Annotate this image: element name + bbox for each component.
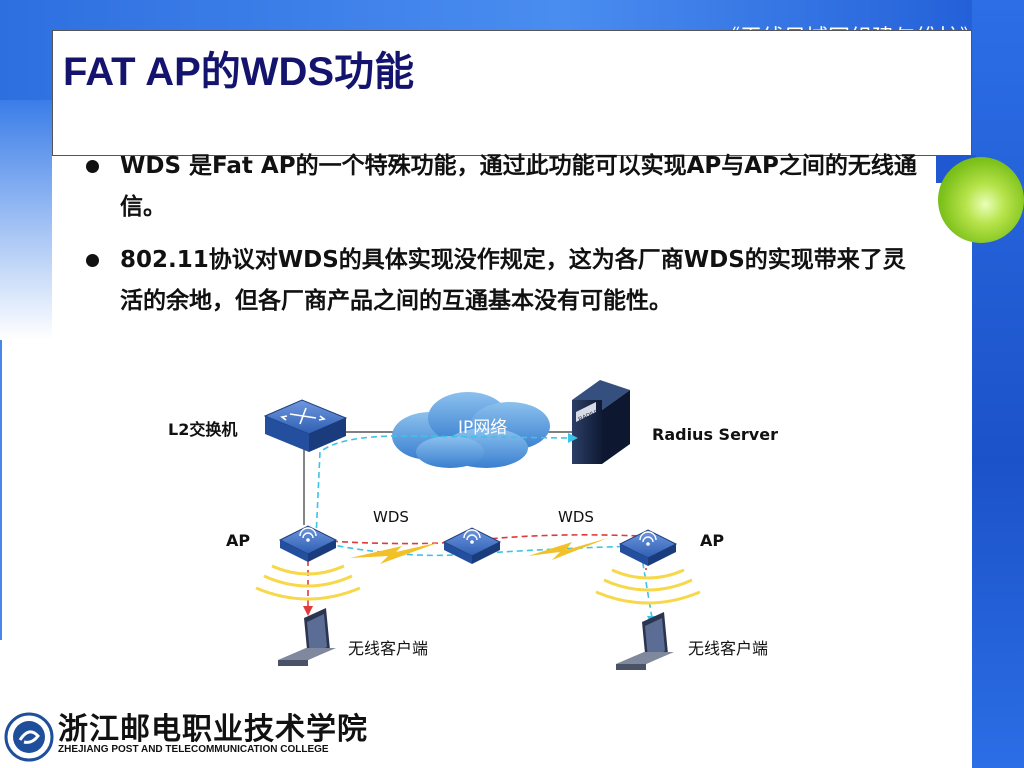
footer-school: 浙江邮电职业技术学院 ZHEJIANG POST AND TELECOMMUNI… bbox=[0, 708, 367, 768]
left-accent-line bbox=[0, 340, 2, 640]
slide-title: FAT AP的WDS功能 bbox=[63, 50, 415, 94]
school-name-en: ZHEJIANG POST AND TELECOMMUNICATION COLL… bbox=[58, 744, 329, 755]
access-point-left bbox=[278, 525, 338, 562]
cyan-dashed-path bbox=[315, 435, 569, 539]
radius-server: RADIUS bbox=[572, 380, 630, 464]
bullet-text: 802.11协议对WDS的具体实现没作规定，这为各厂商WDS的实现带来了灵活的余… bbox=[120, 247, 906, 314]
access-point-middle bbox=[442, 527, 502, 564]
laptop-right bbox=[616, 612, 674, 670]
green-ball-decoration bbox=[938, 157, 1024, 243]
cloud-label: IP网络 bbox=[458, 418, 507, 438]
bullet-dot-icon bbox=[86, 254, 99, 267]
bullet-item: 802.11协议对WDS的具体实现没作规定，这为各厂商WDS的实现带来了灵活的余… bbox=[84, 240, 924, 322]
school-logo-icon bbox=[4, 712, 54, 762]
switch-label: L2交换机 bbox=[168, 420, 237, 439]
school-name-cn: 浙江邮电职业技术学院 bbox=[58, 712, 368, 747]
radio-waves-left bbox=[255, 564, 361, 601]
bullet-item: WDS 是Fat AP的一个特殊功能，通过此功能可以实现AP与AP之间的无线通信… bbox=[84, 146, 924, 228]
client-right-label: 无线客户端 bbox=[688, 639, 768, 658]
bullet-text: WDS 是Fat AP的一个特殊功能，通过此功能可以实现AP与AP之间的无线通信… bbox=[120, 153, 917, 220]
left-background-band bbox=[0, 100, 52, 340]
l2-switch bbox=[263, 399, 348, 452]
server-label: Radius Server bbox=[652, 425, 778, 444]
right-background-band bbox=[972, 0, 1024, 768]
wireless-lightning bbox=[350, 542, 440, 564]
laptop-left bbox=[278, 608, 336, 666]
wds-label-left: WDS bbox=[373, 508, 409, 526]
ap-right-label: AP bbox=[700, 531, 724, 550]
red-dashed-path bbox=[311, 534, 641, 545]
wds-network-diagram: IP网络 L2交换机 RADIUS Radius Server WDS WDS … bbox=[168, 380, 778, 670]
bullet-dot-icon bbox=[86, 160, 99, 173]
ip-network-cloud: IP网络 bbox=[392, 392, 550, 468]
cyan-arrowhead bbox=[568, 433, 578, 443]
access-point-right bbox=[618, 529, 678, 566]
bullet-list: WDS 是Fat AP的一个特殊功能，通过此功能可以实现AP与AP之间的无线通信… bbox=[84, 146, 924, 334]
wds-label-right: WDS bbox=[558, 508, 594, 526]
radio-waves-right bbox=[595, 568, 701, 605]
client-left-label: 无线客户端 bbox=[348, 639, 428, 658]
ap-left-label: AP bbox=[226, 531, 250, 550]
title-box: FAT AP的WDS功能 bbox=[52, 30, 972, 156]
red-arrowhead bbox=[303, 606, 313, 616]
